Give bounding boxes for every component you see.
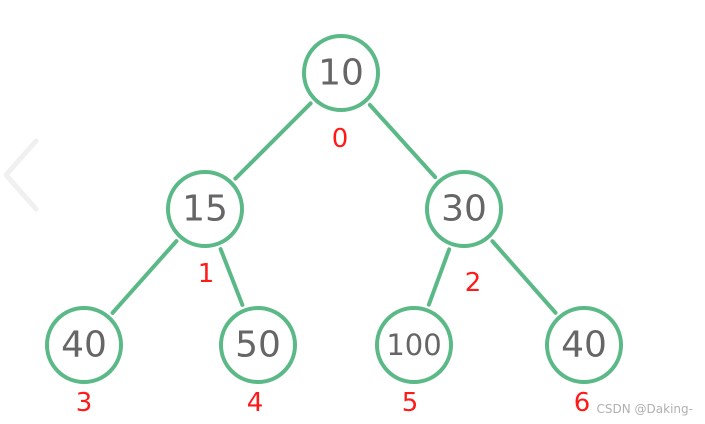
tree-edge: [490, 239, 558, 315]
node-circle: [545, 306, 623, 384]
tree-edge: [110, 239, 179, 315]
node-circle: [166, 170, 244, 248]
watermark: CSDN @Daking-: [596, 402, 693, 416]
node-index-label: 1: [198, 259, 215, 289]
node-value: 100: [386, 328, 441, 362]
tree-node: 100: [375, 306, 453, 384]
node-value: 15: [182, 189, 228, 230]
node-circle: [425, 170, 503, 248]
tree-edge: [426, 247, 452, 307]
node-index-label: 3: [76, 388, 93, 418]
tree-node: 30: [425, 170, 503, 248]
node-index-label: 5: [402, 388, 419, 418]
node-circle: [219, 306, 297, 384]
tree-node: 40: [45, 306, 123, 384]
tree-node: 40: [545, 306, 623, 384]
node-value: 40: [61, 325, 107, 366]
tree-edge: [367, 102, 438, 180]
node-index-label: 4: [247, 388, 264, 418]
tree-node: 15: [166, 170, 244, 248]
node-circle: [375, 306, 453, 384]
tree-node: 10: [302, 34, 380, 112]
tree-edge: [218, 247, 245, 307]
node-value: 50: [235, 325, 281, 366]
node-index-label: 6: [574, 388, 591, 418]
node-index-label: 2: [465, 268, 482, 298]
chevron-left-icon[interactable]: [0, 135, 44, 215]
node-circle: [302, 34, 380, 112]
node-index-label: 0: [332, 124, 349, 154]
node-value: 30: [441, 189, 487, 230]
tree-node: 50: [219, 306, 297, 384]
node-value: 10: [318, 53, 364, 94]
node-circle: [45, 306, 123, 384]
node-value: 40: [561, 325, 607, 366]
tree-edge: [233, 101, 313, 181]
